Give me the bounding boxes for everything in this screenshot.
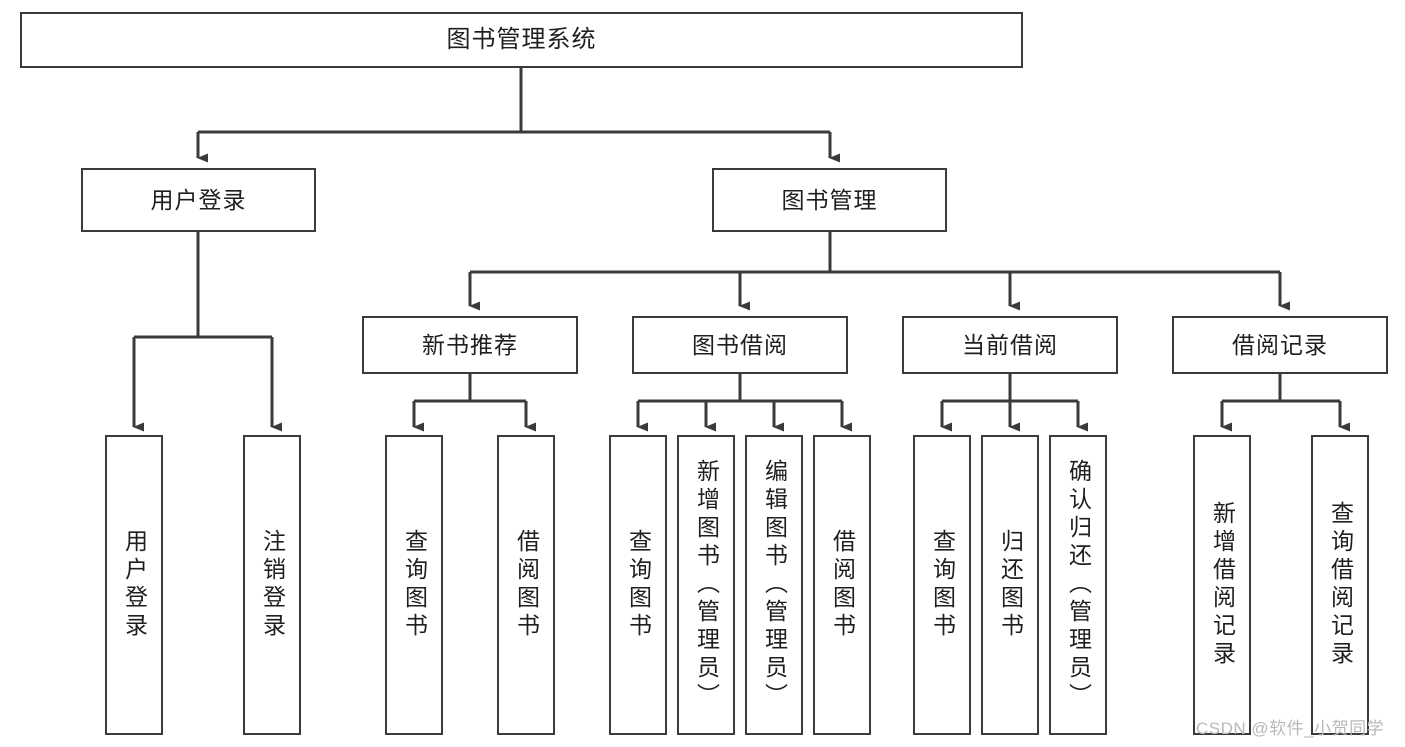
leaf-logout[interactable]: 注销登录 [243,435,301,735]
leaf-borrow-books[interactable]: 借阅图书 [813,435,871,735]
leaf-query-borrow-record[interactable]: 查询借阅记录 [1311,435,1369,735]
node-label: 图书管理系统 [446,26,597,53]
leaf-edit-book-admin[interactable]: 编辑图书（管理员） [745,435,803,735]
node-label: 借阅图书 [513,529,540,641]
node-book-manage[interactable]: 图书管理 [712,168,947,232]
node-label: 新增借阅记录 [1209,501,1236,669]
node-label: 归还图书 [997,529,1024,641]
leaf-add-borrow-record[interactable]: 新增借阅记录 [1193,435,1251,735]
node-label: 新增图书（管理员） [693,459,720,711]
node-book-borrow[interactable]: 图书借阅 [632,316,848,374]
leaf-query-books-borrow[interactable]: 查询图书 [609,435,667,735]
leaf-borrow-books-rec[interactable]: 借阅图书 [497,435,555,735]
node-label: 查询图书 [929,529,956,641]
node-user-login[interactable]: 用户登录 [81,168,316,232]
node-current-borrow[interactable]: 当前借阅 [902,316,1118,374]
leaf-confirm-return-admin[interactable]: 确认归还（管理员） [1049,435,1107,735]
node-label: 确认归还（管理员） [1065,459,1092,711]
leaf-user-login[interactable]: 用户登录 [105,435,163,735]
node-label: 查询借阅记录 [1327,501,1354,669]
node-label: 图书管理 [781,186,878,213]
node-label: 当前借阅 [962,331,1058,358]
node-label: 新书推荐 [422,331,518,358]
node-label: 借阅记录 [1232,331,1328,358]
node-label: 图书借阅 [692,331,788,358]
csdn-watermark: CSDN @软件_小贺同学 [1196,719,1385,738]
leaf-return-books[interactable]: 归还图书 [981,435,1039,735]
node-label: 用户登录 [121,529,148,641]
leaf-query-books-current[interactable]: 查询图书 [913,435,971,735]
node-label: 查询图书 [625,529,652,641]
node-label: 借阅图书 [829,529,856,641]
leaf-query-books-rec[interactable]: 查询图书 [385,435,443,735]
node-borrow-record[interactable]: 借阅记录 [1172,316,1388,374]
node-root-system[interactable]: 图书管理系统 [20,12,1023,68]
leaf-add-book-admin[interactable]: 新增图书（管理员） [677,435,735,735]
node-label: 注销登录 [259,529,286,641]
node-label: 编辑图书（管理员） [761,459,788,711]
node-new-book-recommend[interactable]: 新书推荐 [362,316,578,374]
node-label: 用户登录 [150,186,247,213]
node-label: 查询图书 [401,529,428,641]
